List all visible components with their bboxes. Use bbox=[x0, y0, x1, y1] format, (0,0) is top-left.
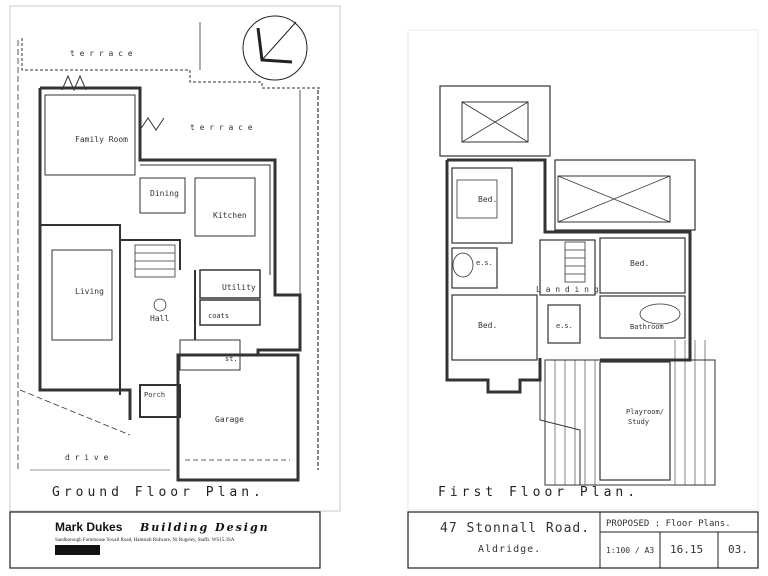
title-block-left: Mark Dukes Building Design Sandborough F… bbox=[9, 511, 321, 569]
label-dining: Dining bbox=[150, 189, 179, 198]
ground-floor-title: Ground Floor Plan. bbox=[52, 485, 265, 500]
label-porch: Porch bbox=[144, 391, 165, 399]
playroom-study-room bbox=[599, 361, 671, 481]
label-bed-1: Bed. bbox=[478, 195, 497, 204]
first-floor-labels: Bed. Bed. Bed. e.s. e.s. L a n d i n g B… bbox=[438, 195, 664, 500]
label-coats: coats bbox=[208, 312, 229, 320]
drawing-status: PROPOSED : Floor Plans. bbox=[606, 519, 731, 529]
ground-floor-labels: t e r r a c e t e r r a c e Family Room … bbox=[52, 49, 265, 500]
first-floor-title: First Floor Plan. bbox=[438, 485, 639, 500]
north-arrow bbox=[242, 15, 308, 81]
coats-room bbox=[199, 299, 261, 326]
label-garage: Garage bbox=[215, 415, 244, 424]
label-ensuite-2: e.s. bbox=[556, 322, 573, 330]
label-bed-3: Bed. bbox=[478, 321, 497, 330]
first-floor-outer-wall-left bbox=[445, 160, 542, 394]
utility-room bbox=[199, 269, 261, 299]
ground-floor-sheet-border bbox=[9, 5, 341, 512]
label-family-room: Family Room bbox=[75, 135, 128, 144]
ensuite1-room bbox=[451, 247, 498, 289]
label-drive: d r i v e bbox=[65, 453, 109, 462]
roof-lantern-top bbox=[461, 101, 529, 143]
project-address: 47 Stonnall Road. bbox=[440, 521, 590, 536]
drive-edge bbox=[19, 389, 131, 436]
company-tagline: Building Design bbox=[139, 521, 270, 534]
label-living: Living bbox=[75, 287, 104, 296]
bath-tub bbox=[639, 303, 681, 325]
first-floor-stairs bbox=[564, 241, 586, 283]
terrace-boundary bbox=[21, 38, 320, 89]
outer-wall-rear bbox=[40, 86, 302, 355]
landing-area bbox=[539, 239, 596, 296]
label-store: st. bbox=[225, 355, 238, 363]
bed1-room bbox=[451, 167, 513, 244]
living-wall bbox=[40, 224, 181, 270]
roof-hatching bbox=[554, 340, 706, 485]
bed3-room bbox=[451, 294, 538, 361]
bed2-room bbox=[599, 237, 686, 294]
roof-lantern-right-ridges bbox=[557, 175, 671, 223]
kitchen-island bbox=[194, 177, 256, 237]
job-number: 16.15 bbox=[670, 543, 703, 556]
label-terrace-top: t e r r a c e bbox=[70, 49, 133, 58]
family-room-zone bbox=[44, 94, 136, 176]
ground-floor-plan bbox=[17, 22, 320, 482]
ensuite-bath bbox=[452, 252, 474, 278]
label-bed-2: Bed. bbox=[630, 259, 649, 268]
roof-lantern-top-ridges bbox=[461, 101, 529, 143]
first-floor-plan bbox=[439, 85, 716, 486]
drawing-scale: 1:100 / A3 bbox=[606, 546, 654, 555]
label-hall: Hall bbox=[150, 314, 169, 323]
outer-wall-left bbox=[38, 88, 132, 420]
title-block-right: 47 Stonnall Road. Aldridge. PROPOSED : F… bbox=[407, 511, 759, 569]
living-sofa-area bbox=[51, 249, 113, 341]
company-address: Sandborough Farmhouse Yoxall Road, Hamst… bbox=[55, 538, 235, 543]
bathroom-room bbox=[599, 295, 686, 339]
ensuite2-room bbox=[547, 304, 581, 344]
label-utility: Utility bbox=[222, 283, 256, 292]
redacted-block bbox=[55, 545, 100, 555]
roof-lantern-right bbox=[557, 175, 671, 223]
garage bbox=[176, 353, 300, 482]
porch bbox=[139, 384, 181, 418]
label-landing: L a n d i n g bbox=[536, 285, 599, 294]
label-bathroom: Bathroom bbox=[630, 323, 664, 331]
kitchen-wall bbox=[140, 164, 271, 275]
label-terrace-mid: t e r r a c e bbox=[190, 123, 253, 132]
lower-roof-edge bbox=[539, 380, 581, 485]
roof-right-outline bbox=[554, 159, 696, 231]
project-town: Aldridge. bbox=[478, 544, 541, 555]
bed1-bed bbox=[456, 179, 498, 219]
company-name: Mark Dukes bbox=[55, 520, 123, 534]
label-kitchen: Kitchen bbox=[213, 211, 247, 220]
playroom-roof bbox=[544, 359, 716, 486]
sheet-number: 03. bbox=[728, 543, 748, 556]
roof-top-outline bbox=[439, 85, 551, 157]
terrace-step-marks-2 bbox=[139, 117, 165, 131]
label-ensuite-1: e.s. bbox=[476, 259, 493, 267]
first-floor-sheet-border bbox=[407, 29, 759, 511]
label-study: Study bbox=[628, 418, 649, 426]
label-playroom: Playroom/ bbox=[626, 408, 664, 416]
terrace-step-marks bbox=[61, 74, 87, 92]
hall-fixture bbox=[153, 298, 167, 312]
dining-table bbox=[139, 177, 186, 214]
ground-stairs bbox=[134, 244, 176, 278]
